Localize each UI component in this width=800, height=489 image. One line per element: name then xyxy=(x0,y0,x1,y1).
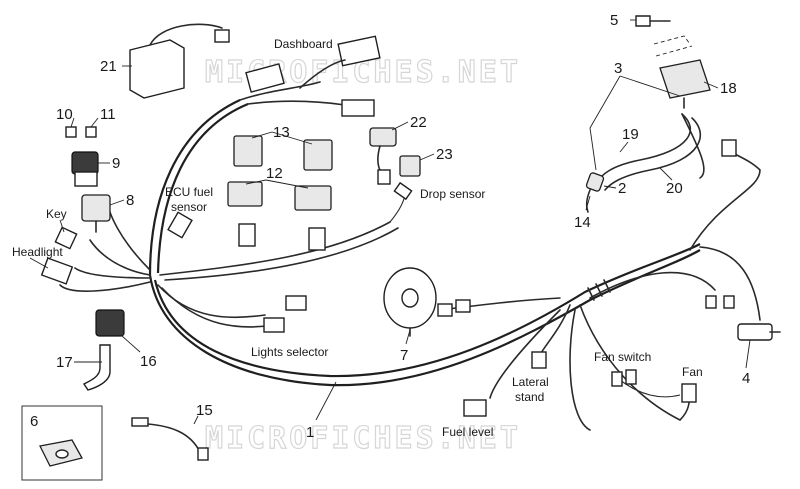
label-ecu-fuel: ECU fuel xyxy=(165,185,213,199)
part-15-wire xyxy=(131,417,209,461)
label-ecu-sensor: sensor xyxy=(171,200,207,214)
headlight-connector xyxy=(40,257,74,285)
label-lights-selector: Lights selector xyxy=(251,345,328,359)
part-4-connector xyxy=(737,323,781,341)
part-number-18: 18 xyxy=(720,80,737,97)
label-key: Key xyxy=(46,207,67,221)
part-number-5: 5 xyxy=(610,12,618,29)
part-number-8: 8 xyxy=(126,192,134,209)
lateral-stand-connector xyxy=(531,351,547,369)
label-headlight: Headlight xyxy=(12,245,63,259)
part-23-drop-sensor xyxy=(393,155,421,201)
text-labels: Dashboard ECU fuel sensor Key Headlight … xyxy=(12,37,703,439)
part-number-12: 12 xyxy=(266,165,283,182)
part-number-17: 17 xyxy=(56,354,73,371)
part-number-4: 4 xyxy=(742,370,750,387)
part-5-screw xyxy=(635,15,671,27)
fan-connector xyxy=(681,383,697,403)
part-number-15: 15 xyxy=(196,402,213,419)
part-number-1: 1 xyxy=(306,424,314,441)
part-21-relay-box xyxy=(129,23,230,99)
part-number-19: 19 xyxy=(622,126,639,143)
main-harness xyxy=(59,81,761,431)
part-number-3: 3 xyxy=(614,60,622,77)
part-number-22: 22 xyxy=(410,114,427,131)
part-12-connectors xyxy=(227,181,332,251)
part-number-labels: 21 10 11 9 8 13 12 22 23 7 17 16 6 15 1 … xyxy=(30,12,750,441)
leader-lines xyxy=(29,19,751,425)
part-17-bracket xyxy=(82,344,111,391)
label-fan: Fan xyxy=(682,365,703,379)
fan-switch-connectors xyxy=(611,369,637,387)
part-18-sensor xyxy=(653,35,711,109)
part-number-21: 21 xyxy=(100,58,117,75)
key-connector xyxy=(54,226,78,250)
part-number-9: 9 xyxy=(112,155,120,172)
part-9-fuse-holder xyxy=(71,151,99,187)
part-number-6: 6 xyxy=(30,413,38,430)
part-22-sensor xyxy=(369,127,397,185)
part-8-relay xyxy=(81,194,111,233)
label-dashboard: Dashboard xyxy=(274,37,333,51)
fuses-10-11 xyxy=(65,126,97,138)
part-number-2: 2 xyxy=(618,180,626,197)
part-16-relay xyxy=(95,309,125,337)
right-small-connectors xyxy=(705,139,737,309)
label-drop-sensor: Drop sensor xyxy=(420,187,485,201)
part-6-clip xyxy=(21,405,103,481)
part-number-14: 14 xyxy=(574,214,591,231)
label-fan-switch: Fan switch xyxy=(594,350,651,364)
part-7-horn xyxy=(383,267,471,337)
dashboard-connectors xyxy=(245,35,381,117)
label-fuel-level: Fuel level xyxy=(442,425,493,439)
watermark-bottom: MICROFICHES.NET xyxy=(205,421,521,456)
part-number-13: 13 xyxy=(273,124,290,141)
part-number-10: 10 xyxy=(56,106,73,123)
part-13-connectors xyxy=(233,135,333,171)
part-number-7: 7 xyxy=(400,347,408,364)
part-number-20: 20 xyxy=(666,180,683,197)
label-stand: stand xyxy=(515,390,544,404)
part-number-11: 11 xyxy=(100,106,116,123)
part-number-23: 23 xyxy=(436,146,453,163)
hoses-19-20 xyxy=(585,113,705,213)
fuel-level-connector xyxy=(463,399,487,417)
label-lateral: Lateral xyxy=(512,375,549,389)
part-number-16: 16 xyxy=(140,353,157,370)
ecu-fuel-sensor-connector xyxy=(167,211,193,239)
lights-selector-connectors xyxy=(263,295,307,333)
